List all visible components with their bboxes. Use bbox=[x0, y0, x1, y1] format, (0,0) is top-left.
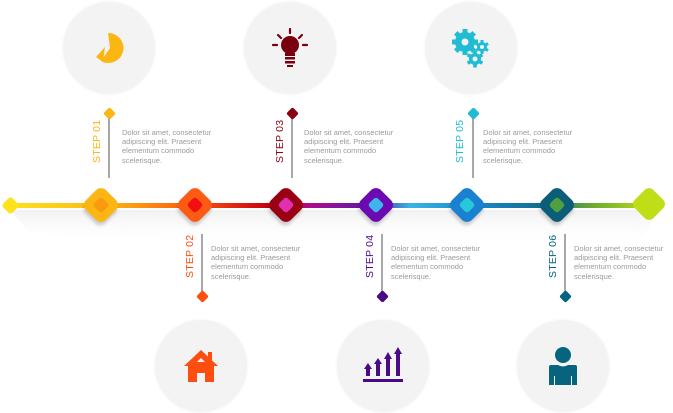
desc-line: Dolor sit amet, consectetur bbox=[304, 128, 394, 137]
home-icon bbox=[184, 350, 218, 382]
growth-chart-icon bbox=[363, 347, 403, 382]
step-1-icon-circle bbox=[63, 2, 155, 94]
desc-line: elementum commodo bbox=[122, 146, 195, 156]
step-3-icon-circle bbox=[244, 2, 336, 94]
desc-line: Dolor sit amet, consectetur bbox=[574, 244, 664, 253]
step-6-label: STEP 06 bbox=[547, 234, 559, 278]
step-6-description: Dolor sit amet, consectetur adipiscing e… bbox=[574, 244, 669, 281]
step-2-description: Dolor sit amet, consectetur adipiscing e… bbox=[211, 244, 306, 281]
desc-line: scelerisque. bbox=[483, 155, 524, 165]
desc-line: elementum commodo bbox=[211, 262, 284, 272]
step-5-description: Dolor sit amet, consectetur adipiscing e… bbox=[483, 128, 578, 165]
desc-line: adipiscing elit. Praesent bbox=[304, 137, 384, 147]
desc-line: adipiscing elit. Praesent bbox=[483, 137, 563, 147]
step-3-label: STEP 03 bbox=[274, 119, 286, 163]
desc-line: scelerisque. bbox=[304, 155, 345, 165]
step-4-label: STEP 04 bbox=[364, 234, 376, 278]
desc-line: adipiscing elit. Praesent bbox=[391, 253, 471, 263]
desc-line: elementum commodo bbox=[304, 146, 377, 156]
step-1-connector bbox=[108, 116, 110, 178]
lightbulb-icon bbox=[271, 27, 309, 67]
step-2-connector bbox=[201, 234, 203, 296]
step-4-connector bbox=[381, 234, 383, 296]
desc-line: Dolor sit amet, consectetur bbox=[483, 128, 573, 137]
desc-line: adipiscing elit. Praesent bbox=[574, 253, 654, 263]
step-5-connector bbox=[472, 116, 474, 178]
step-5-icon-circle bbox=[425, 2, 517, 94]
step-6-icon-circle bbox=[517, 320, 609, 412]
desc-line: elementum commodo bbox=[483, 146, 556, 156]
desc-line: scelerisque. bbox=[211, 271, 252, 281]
step-2-label: STEP 02 bbox=[184, 234, 196, 278]
step-1-description: Dolor sit amet, consectetur adipiscing e… bbox=[122, 128, 217, 165]
user-icon bbox=[549, 347, 577, 385]
gears-icon bbox=[452, 29, 489, 68]
step-6-connector bbox=[564, 234, 566, 296]
desc-line: adipiscing elit. Praesent bbox=[122, 137, 202, 147]
step-2-icon-circle bbox=[155, 320, 247, 412]
desc-line: scelerisque. bbox=[391, 271, 432, 281]
desc-line: Dolor sit amet, consectetur bbox=[211, 244, 301, 253]
step-1-label: STEP 01 bbox=[91, 119, 103, 163]
pie-chart-icon bbox=[96, 32, 124, 63]
step-3-connector bbox=[291, 116, 293, 178]
desc-line: elementum commodo bbox=[391, 262, 464, 272]
desc-line: scelerisque. bbox=[574, 271, 615, 281]
step-4-icon-circle bbox=[337, 320, 429, 412]
desc-line: Dolor sit amet, consectetur bbox=[122, 128, 212, 137]
desc-line: scelerisque. bbox=[122, 155, 163, 165]
step-5-label: STEP 05 bbox=[454, 119, 466, 163]
desc-line: elementum commodo bbox=[574, 262, 647, 272]
step-4-description: Dolor sit amet, consectetur adipiscing e… bbox=[391, 244, 486, 281]
desc-line: Dolor sit amet, consectetur bbox=[391, 244, 481, 253]
step-3-description: Dolor sit amet, consectetur adipiscing e… bbox=[304, 128, 399, 165]
desc-line: adipiscing elit. Praesent bbox=[211, 253, 291, 263]
